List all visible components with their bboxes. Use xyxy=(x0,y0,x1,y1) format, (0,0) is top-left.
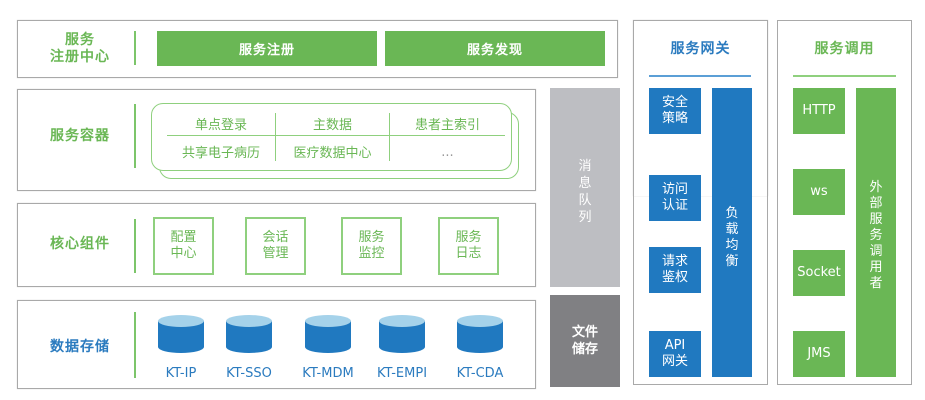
core-service-log[interactable]: 服务 日志 xyxy=(438,217,499,275)
service-grid-vline-2 xyxy=(389,113,390,161)
database-label: KT-EMPI xyxy=(376,366,428,381)
core-service-log-line2: 日志 xyxy=(455,246,482,261)
service-grid-vline-1 xyxy=(275,113,276,161)
file-storage-line2: 储存 xyxy=(571,342,598,357)
file-storage-line1: 文件 xyxy=(571,325,598,340)
core-divider xyxy=(134,219,136,273)
core-config-center-line1: 配置 xyxy=(170,230,197,245)
gateway-item-line2: 鉴权 xyxy=(661,270,688,285)
database-icon xyxy=(226,315,272,353)
ext-char: 部 xyxy=(869,196,883,211)
database-label: KT-CDA xyxy=(456,366,504,381)
lb-char: 均 xyxy=(725,237,739,253)
database-kt-ip[interactable]: KT-IP xyxy=(141,312,221,382)
database-label: KT-IP xyxy=(165,366,197,381)
container-label: 服务容器 xyxy=(50,128,110,144)
core-session-mgmt-line1: 会话 xyxy=(262,230,289,245)
lb-char: 负 xyxy=(725,205,739,221)
ext-char: 调 xyxy=(869,244,883,259)
service-medical-data-center[interactable]: 医疗数据中心 xyxy=(293,146,372,161)
gateway-request-authz[interactable]: 请求 鉴权 xyxy=(649,247,701,293)
database-icon xyxy=(379,315,425,353)
core-session-mgmt-line2: 管理 xyxy=(262,246,289,261)
ext-char: 外 xyxy=(869,180,883,195)
core-session-mgmt[interactable]: 会话 管理 xyxy=(245,217,306,275)
gateway-item-line1: API xyxy=(664,338,686,353)
storage-divider xyxy=(134,312,136,378)
service-master-data[interactable]: 主数据 xyxy=(312,118,352,133)
invocation-http[interactable]: HTTP xyxy=(793,88,845,134)
service-shared-emr[interactable]: 共享电子病历 xyxy=(181,146,260,161)
gateway-panel-full xyxy=(633,20,768,385)
invocation-title: 服务调用 xyxy=(814,41,875,57)
core-config-center-line2: 中心 xyxy=(170,246,197,261)
service-discovery-button[interactable]: 服务发现 xyxy=(385,31,605,66)
gateway-item-line2: 策略 xyxy=(661,111,688,126)
core-service-monitor[interactable]: 服务 监控 xyxy=(341,217,402,275)
core-service-log-line1: 服务 xyxy=(455,230,482,245)
message-queue-block[interactable]: 消 息 队 列 xyxy=(550,88,620,287)
invocation-socket[interactable]: Socket xyxy=(793,250,845,296)
invocation-ws[interactable]: ws xyxy=(793,169,845,215)
ext-char: 者 xyxy=(869,276,883,291)
gateway-load-balancer[interactable]: 负 载 均 衡 xyxy=(712,88,752,377)
gateway-item-line2: 网关 xyxy=(661,354,688,369)
database-icon xyxy=(457,315,503,353)
mq-char: 息 xyxy=(578,175,592,191)
service-sso[interactable]: 单点登录 xyxy=(194,118,247,133)
service-more: ... xyxy=(441,145,454,160)
ext-char: 务 xyxy=(869,228,883,243)
gateway-item-line1: 访问 xyxy=(661,182,688,197)
gateway-item-line1: 请求 xyxy=(661,254,688,269)
service-stack-front xyxy=(151,103,512,171)
core-config-center[interactable]: 配置 中心 xyxy=(153,217,214,275)
invocation-external-callers[interactable]: 外 部 服 务 调 用 者 xyxy=(856,88,896,377)
ext-char: 服 xyxy=(869,212,883,227)
gateway-item-line2: 认证 xyxy=(661,198,688,213)
invocation-jms[interactable]: JMS xyxy=(793,331,845,377)
gateway-access-auth[interactable]: 访问 认证 xyxy=(649,175,701,221)
invocation-title-underline xyxy=(793,75,896,77)
gateway-title-underline xyxy=(649,75,751,77)
database-icon xyxy=(305,315,351,353)
database-icon xyxy=(158,315,204,353)
invocation-panel xyxy=(777,20,912,385)
service-empi[interactable]: 患者主索引 xyxy=(414,118,480,133)
registry-label-line1: 服务 xyxy=(65,32,95,48)
service-grid-hline xyxy=(167,135,505,136)
storage-label: 数据存储 xyxy=(50,339,110,355)
database-kt-mdm[interactable]: KT-MDM xyxy=(288,312,368,382)
database-kt-sso[interactable]: KT-SSO xyxy=(209,312,289,382)
mq-char: 消 xyxy=(578,158,592,174)
file-storage-block[interactable]: 文件 储存 xyxy=(550,295,620,387)
core-service-monitor-line1: 服务 xyxy=(358,230,385,245)
gateway-security-policy[interactable]: 安全 策略 xyxy=(649,88,701,134)
database-label: KT-MDM xyxy=(302,366,354,381)
database-label: KT-SSO xyxy=(226,366,272,381)
registry-label-line2: 注册中心 xyxy=(50,49,110,65)
mq-char: 队 xyxy=(578,192,592,208)
ext-char: 用 xyxy=(869,260,883,275)
gateway-api-gateway[interactable]: API 网关 xyxy=(649,331,701,377)
mq-char: 列 xyxy=(578,209,592,225)
registry-label: 服务 注册中心 xyxy=(30,32,130,66)
gateway-title: 服务网关 xyxy=(670,41,731,57)
lb-char: 载 xyxy=(725,221,739,237)
core-service-monitor-line2: 监控 xyxy=(358,246,385,261)
service-register-button[interactable]: 服务注册 xyxy=(157,31,377,66)
database-kt-empi[interactable]: KT-EMPI xyxy=(362,312,442,382)
core-label: 核心组件 xyxy=(50,236,110,252)
storage-panel xyxy=(17,300,536,389)
gateway-item-line1: 安全 xyxy=(661,95,688,110)
registry-divider xyxy=(134,31,136,65)
lb-char: 衡 xyxy=(725,253,739,269)
container-divider xyxy=(134,104,136,168)
database-kt-cda[interactable]: KT-CDA xyxy=(440,312,520,382)
